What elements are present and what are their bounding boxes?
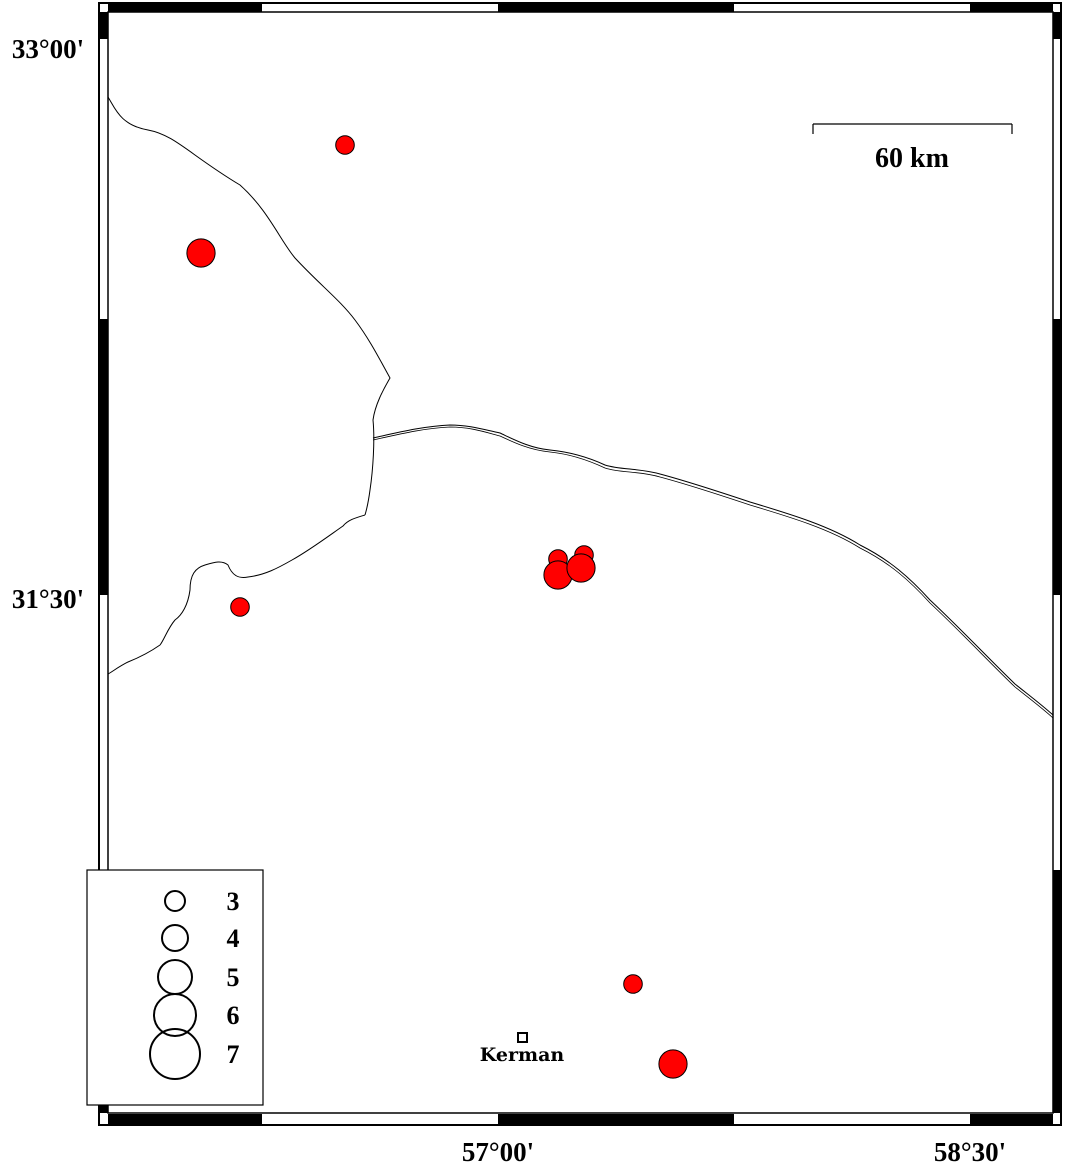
legend-label: 7 — [227, 1040, 240, 1069]
graticule-labels: 33°00' 31°30' 57°00' 58°30' — [12, 34, 1006, 1164]
city-label: Kerman — [480, 1044, 565, 1066]
city-marker-square — [517, 1032, 528, 1043]
earthquake-event — [335, 135, 355, 155]
legend-label: 5 — [227, 963, 240, 992]
legend-box — [86, 869, 264, 1106]
earthquake-event — [658, 1049, 688, 1079]
earthquake-event — [566, 553, 596, 583]
earthquake-events — [186, 135, 688, 1079]
province-borders — [107, 96, 1054, 719]
lon-label-57-00: 57°00' — [462, 1137, 534, 1164]
legend-circle — [149, 1028, 201, 1080]
earthquake-event — [186, 238, 216, 268]
earthquake-event — [230, 597, 250, 617]
legend-label: 6 — [227, 1001, 240, 1030]
scale-bar — [812, 123, 1013, 134]
legend-circle — [164, 890, 186, 912]
legend-circle — [153, 993, 197, 1037]
legend-label: 4 — [227, 924, 240, 953]
map-frame — [98, 2, 1062, 1126]
city-kerman: Kerman — [480, 1032, 565, 1066]
magnitude-legend: 3 4 5 6 7 — [86, 869, 264, 1106]
lat-label-33-00: 33°00' — [12, 34, 84, 64]
border-east — [372, 424, 1054, 716]
border-northwest — [107, 96, 391, 516]
scale-bar-label: 60 km — [875, 143, 949, 174]
lon-label-58-30: 58°30' — [934, 1137, 1006, 1164]
legend-label: 3 — [227, 887, 240, 916]
earthquake-event — [623, 974, 643, 994]
lat-label-31-30: 31°30' — [12, 584, 84, 614]
legend-circle — [161, 924, 189, 952]
border-west-south — [107, 514, 366, 675]
